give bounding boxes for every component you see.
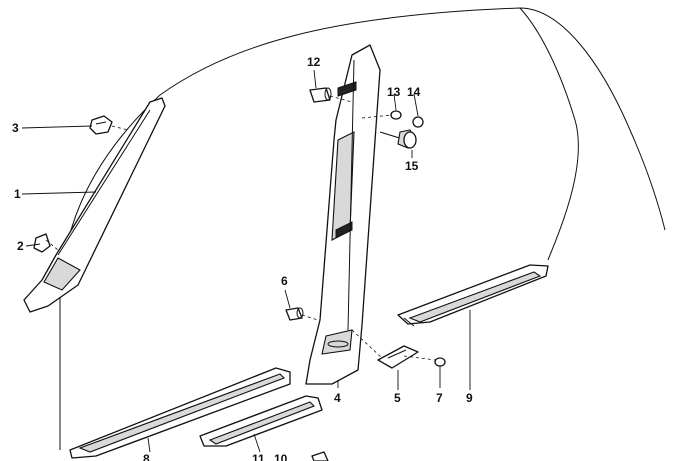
callout-10: 10 <box>274 452 288 461</box>
plug-part-12 <box>309 87 332 103</box>
rear-door-outline <box>519 7 579 261</box>
callout-13: 13 <box>387 85 401 99</box>
bracket-part-5 <box>377 345 419 369</box>
b-pillar-trim <box>305 44 381 385</box>
front-sill-trim <box>69 367 291 459</box>
hook-part-15 <box>379 129 417 149</box>
washer-part-13 <box>390 110 402 120</box>
callout-6: 6 <box>281 274 288 288</box>
callout-12: 12 <box>307 55 321 69</box>
screw-part-7 <box>434 357 446 367</box>
body-outline <box>59 7 666 450</box>
a-pillar-trim <box>23 97 166 313</box>
callout-2: 2 <box>17 239 24 253</box>
rear-sill-trim <box>397 264 549 327</box>
plug-part-6 <box>285 307 304 321</box>
callout-9: 9 <box>466 391 473 405</box>
callout-11: 11 <box>252 452 265 461</box>
clip-part-2 <box>33 233 51 253</box>
clip-part-3 <box>89 115 113 135</box>
cover-part-11 <box>199 395 323 447</box>
callout-1: 1 <box>14 187 21 201</box>
callout-7: 7 <box>436 391 443 405</box>
nut-part-14 <box>412 116 424 128</box>
callout-8: 8 <box>143 452 150 461</box>
callout-3: 3 <box>12 121 19 135</box>
part-10 <box>311 451 329 461</box>
callout-15: 15 <box>405 159 419 173</box>
callout-5: 5 <box>394 391 401 405</box>
callout-14: 14 <box>407 85 421 99</box>
callout-4: 4 <box>334 391 341 405</box>
